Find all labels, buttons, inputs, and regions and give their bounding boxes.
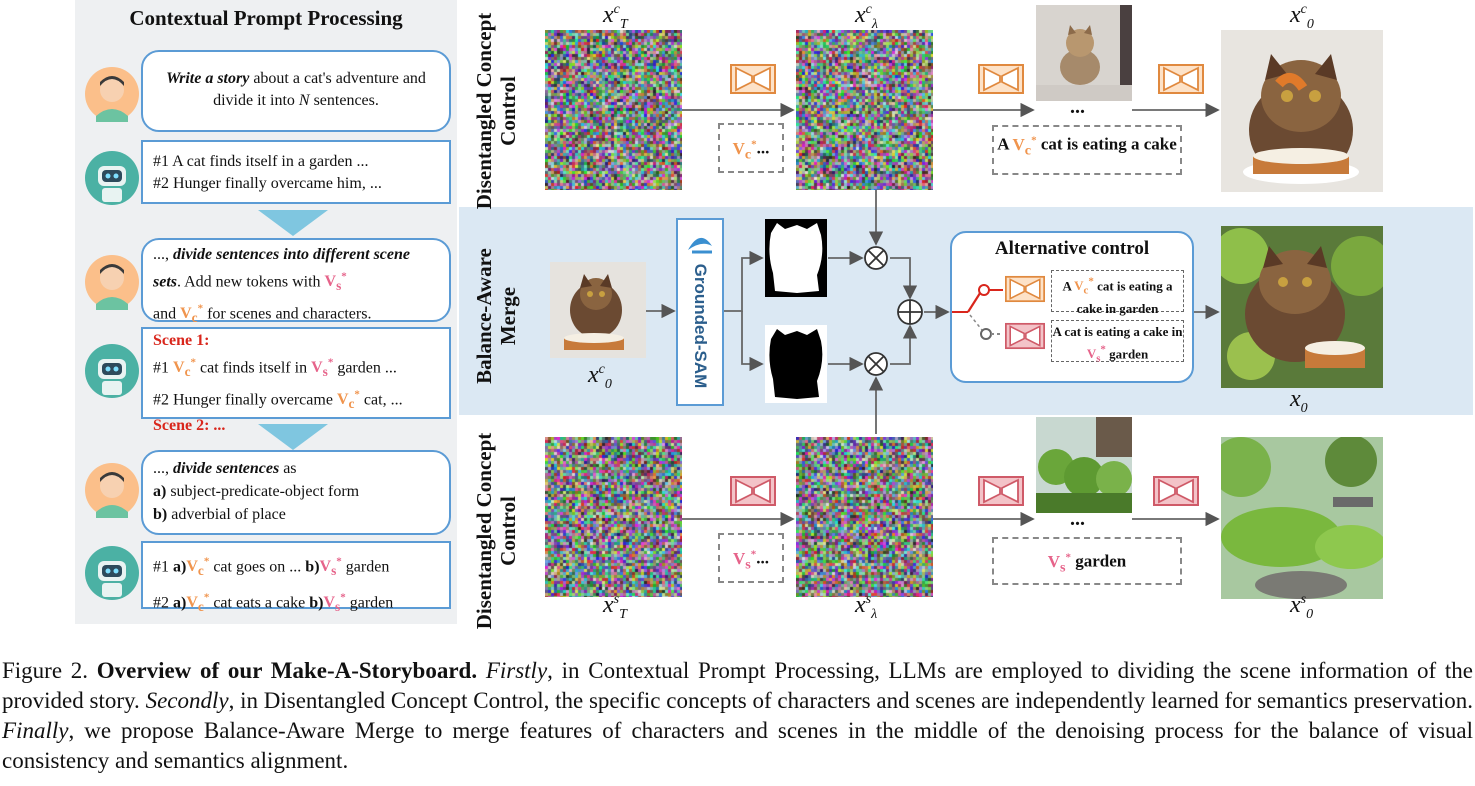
arrow-to-cat-mask [724,250,764,312]
switch-icon [952,284,1003,340]
llm-response-3: #1 a)Vc* cat goes on ... b)Vs* garden #2… [141,541,451,614]
unet-orange-icon [730,64,776,94]
unet-pink-icon [1005,322,1045,350]
cat-mask [765,219,827,297]
scene-mask [765,325,827,403]
cat-photo-x0c-input [550,262,646,358]
figure-caption: Figure 2. Overview of our Make-A-Storybo… [2,658,1474,773]
label-x0s: xs0 [1290,592,1314,622]
garden-output-x0s [1221,437,1383,599]
label-xTs: xsT [603,592,627,622]
prompt-box-top: A Vc* cat is eating a cake [992,125,1182,175]
llm-response-1: #1 A cat finds itself in a garden ... #2… [141,140,451,204]
down-arrow-icon [258,210,328,236]
left-panel-title: Contextual Prompt Processing [129,6,403,30]
label-x0c-input: xc0 [588,362,612,392]
unet-orange-icon [1158,64,1204,94]
robot-avatar-icon [85,344,139,398]
unet-pink-icon [978,476,1024,506]
unet-orange-icon [978,64,1024,94]
llm-response-2: Scene 1: #1 Vc* cat finds itself in Vs* … [141,327,451,434]
ellipsis-bottom: ... [1070,508,1085,530]
user-avatar-icon [85,67,139,122]
sam-logo-icon [688,237,712,254]
label-x0c: xc0 [1290,2,1314,32]
cat-output-x0c [1221,30,1383,192]
label-x0: x0 [1290,386,1308,416]
arrow-to-scene-mask [741,311,764,372]
user-avatar-icon [85,255,139,310]
user-prompt-3: ..., divide sentences as a) subject-pred… [141,450,451,535]
prompt-box-bottom: Vs* garden [992,537,1182,585]
noise-image-xTc [545,30,682,190]
user-prompt-1: Write a story about a cat's adventure an… [141,50,451,132]
noise-image-xTs [545,437,682,597]
robot-avatar-icon [85,151,139,205]
label-xTc: xcT [603,2,628,32]
label-xlc: xcλ [855,2,878,32]
token-box-vc: Vc*... [718,123,784,173]
figure: Contextual Prompt Processing Write a sto… [75,0,1473,629]
connections-layer [646,102,1220,527]
alternative-control-title: Alternative control [994,238,1150,259]
ellipsis-top: ... [1070,96,1085,118]
unet-orange-icon [1005,275,1045,303]
noise-image-xlc [796,30,933,190]
token-box-vs: Vs*... [718,533,784,583]
unet-pink-icon [1153,476,1199,506]
alt-prompt-character: A Vc* cat is eating a cake in garden [1051,270,1184,316]
noise-image-xls [796,437,933,597]
label-xls: xsλ [855,592,878,622]
down-arrow-icon [258,424,328,450]
arrow-mult2-sum [890,324,918,365]
garden-photo-small [1036,417,1132,513]
unet-pink-icon [730,476,776,506]
merged-output-x0 [1221,226,1383,388]
alt-prompt-scene: A cat is eating a cake in Vs* garden [1051,320,1184,365]
cat-photo-small [1036,5,1132,101]
user-avatar-icon [85,463,139,518]
user-prompt-2: ..., divide sentences into different sce… [141,238,451,325]
arrow-mult1-sum [890,257,918,300]
robot-avatar-icon [85,546,139,600]
grounded-sam-box: Grounded-SAM [676,218,724,406]
